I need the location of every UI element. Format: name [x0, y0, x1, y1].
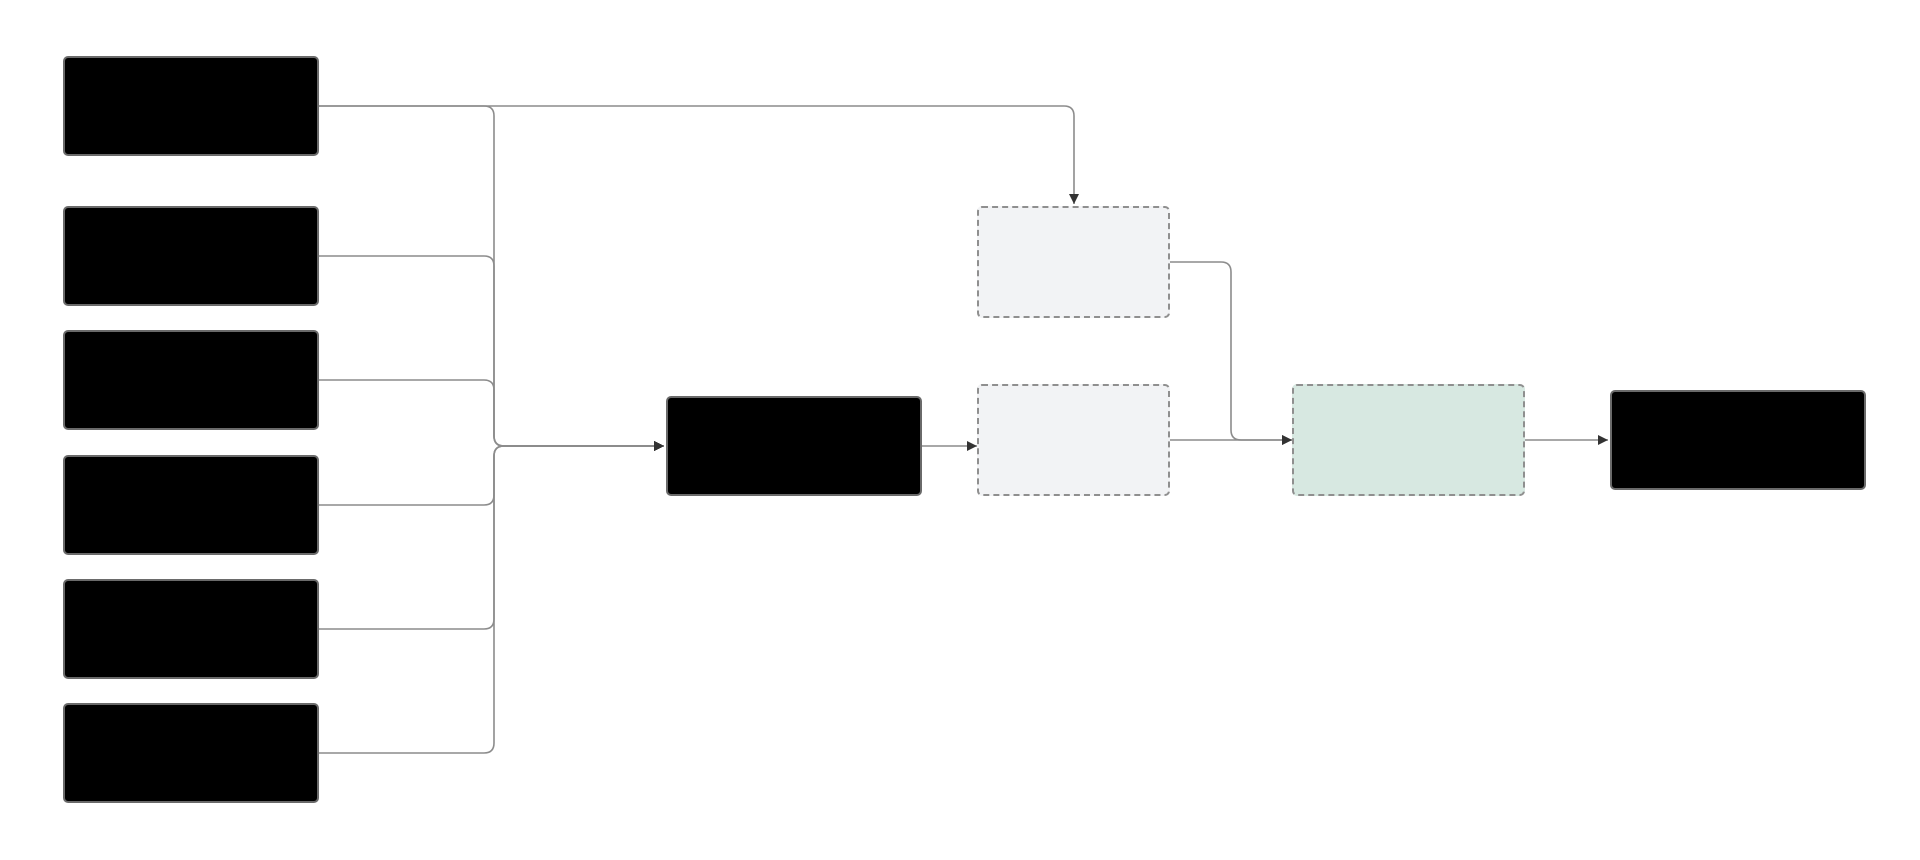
edge-s4-to-hub [318, 441, 664, 506]
hub-node[interactable] [666, 396, 922, 496]
source-node-3-label [183, 376, 199, 384]
edge-s2-to-hub [318, 255, 664, 451]
source-node-3[interactable] [63, 330, 319, 430]
placeholder-node-bottom-label [1066, 436, 1082, 444]
source-node-2[interactable] [63, 206, 319, 306]
edge-s3-to-hub [318, 379, 664, 451]
source-node-5[interactable] [63, 579, 319, 679]
edge-s1-to-hub [318, 105, 664, 451]
placeholder-node-top[interactable] [977, 206, 1170, 318]
merge-node-label [1401, 436, 1417, 444]
source-node-1[interactable] [63, 56, 319, 156]
source-node-4-label [183, 501, 199, 509]
merge-node[interactable] [1292, 384, 1525, 496]
placeholder-node-bottom[interactable] [977, 384, 1170, 496]
edge-s1-to-p1 [318, 105, 1079, 204]
output-node[interactable] [1610, 390, 1866, 490]
edge-p1-to-merge [1170, 261, 1292, 445]
source-node-6[interactable] [63, 703, 319, 803]
placeholder-node-top-label [1066, 258, 1082, 266]
edge-s6-to-hub [318, 441, 664, 754]
source-node-4[interactable] [63, 455, 319, 555]
hub-node-label [786, 442, 802, 450]
source-node-1-label [183, 102, 199, 110]
source-node-5-label [183, 625, 199, 633]
source-node-2-label [183, 252, 199, 260]
edge-s5-to-hub [318, 441, 664, 630]
source-node-6-label [183, 749, 199, 757]
output-node-label [1730, 436, 1746, 444]
